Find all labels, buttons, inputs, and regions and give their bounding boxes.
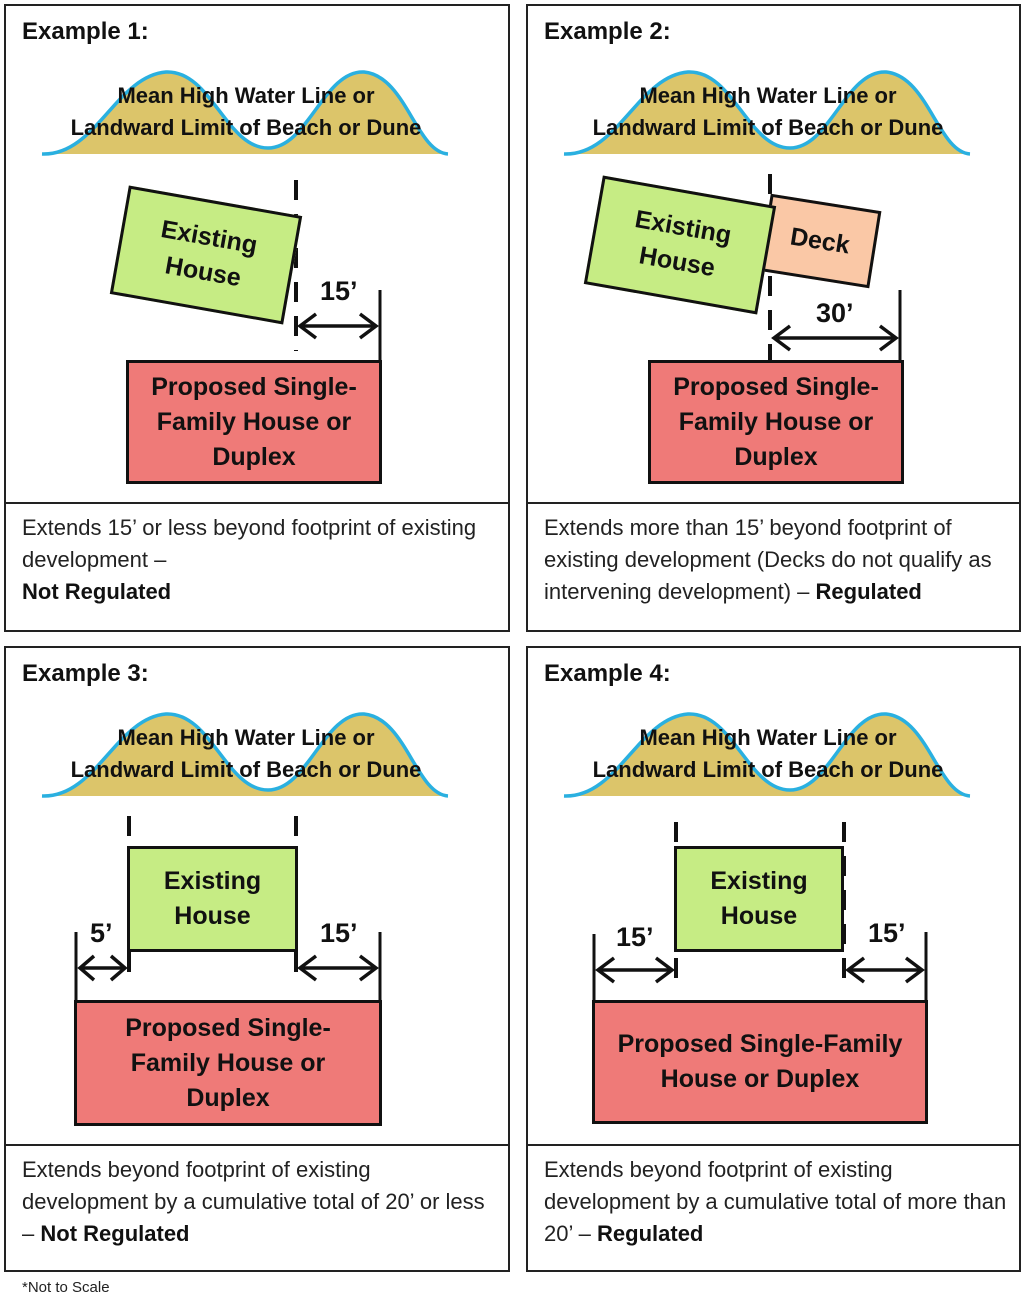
beach-label: Mean High Water Line or Landward Limit o…	[70, 725, 422, 782]
beach-label: Mean High Water Line or Landward Limit o…	[70, 83, 422, 140]
caption-result: Not Regulated	[40, 1221, 190, 1246]
example-2-title: Example 2:	[544, 18, 671, 45]
proposed-house-label-line-3: Duplex	[734, 442, 818, 471]
beach-dune-sand	[564, 71, 970, 155]
example-1-diagram	[41, 70, 449, 362]
example-3-panel: Example 3: Mean High Water Line or Landw…	[4, 646, 510, 1272]
beach-label: Mean High Water Line or Landward Limit o…	[592, 83, 944, 140]
caption-result: Regulated	[815, 579, 922, 604]
mean-high-water-line	[563, 70, 971, 156]
proposed-house-label-line-1: Proposed Single-	[125, 1013, 331, 1042]
beach-dune-sand	[564, 713, 970, 797]
mean-high-water-line	[563, 712, 971, 798]
right-dimension-label: 15’	[320, 918, 358, 948]
right-dimension-label: 15’	[868, 918, 906, 948]
existing-house-label-line-2: House	[720, 902, 798, 930]
existing-house-label-line-2: House	[174, 902, 251, 930]
existing-house-label-line-1: Existing	[163, 867, 262, 895]
proposed-house-label-line-3: Duplex	[186, 1083, 270, 1112]
caption-divider	[6, 502, 508, 504]
proposed-house-label-line-1: Proposed Single-Family	[617, 1030, 903, 1058]
beach-dune-sand	[42, 71, 448, 155]
example-3-title: Example 3:	[22, 660, 149, 687]
example-1-title: Example 1:	[22, 18, 149, 45]
existing-house-box: Existing House	[127, 846, 298, 952]
proposed-house-box: Proposed Single- Family House or Duplex	[126, 360, 382, 484]
right-dimension-label: 15’	[320, 276, 358, 306]
caption-result: Not Regulated	[22, 579, 172, 604]
example-2-diagram	[563, 70, 971, 362]
example-1-panel: Example 1: Mean High Water Line or Landw…	[4, 4, 510, 632]
proposed-house-box: Proposed Single-Family House or Duplex	[592, 1000, 928, 1124]
mean-high-water-line	[41, 70, 449, 156]
example-4-caption: Extends beyond footprint of existing dev…	[544, 1154, 1007, 1250]
left-dimension-label: 15’	[616, 922, 654, 952]
example-1-caption: Extends 15’ or less beyond footprint of …	[22, 512, 496, 608]
proposed-house-label-line-1: Proposed Single-	[673, 372, 879, 401]
caption-text: Extends beyond footprint of existing dev…	[22, 1157, 485, 1246]
proposed-house-label-line-1: Proposed Single-	[151, 372, 357, 401]
example-2-panel: Example 2: Mean High Water Line or Landw…	[526, 4, 1021, 632]
caption-divider	[528, 1144, 1019, 1146]
right-dimension-label: 30’	[816, 298, 854, 328]
existing-house-box: Existing House	[674, 846, 844, 952]
left-dimension-label: 5’	[90, 918, 113, 948]
beach-label: Mean High Water Line or Landward Limit o…	[592, 725, 944, 782]
proposed-house-label-line-2: Family House or	[130, 1048, 326, 1077]
example-3-diagram	[41, 712, 449, 1002]
caption-text: Extends beyond footprint of existing dev…	[544, 1157, 1007, 1246]
proposed-house-label-line-2: Family House or	[678, 407, 874, 436]
caption-result: Regulated	[597, 1221, 704, 1246]
caption-divider	[6, 1144, 508, 1146]
proposed-house-box: Proposed Single- Family House or Duplex	[648, 360, 904, 484]
proposed-house-label-line-2: House or Duplex	[660, 1065, 860, 1093]
deck-label: Deck	[788, 222, 852, 260]
proposed-house-box: Proposed Single- Family House or Duplex	[74, 1000, 382, 1126]
beach-dune-sand	[42, 713, 448, 797]
caption-text: Extends 15’ or less beyond footprint of …	[22, 515, 477, 572]
proposed-house-label-line-3: Duplex	[212, 442, 296, 471]
example-4-panel: Example 4: Mean High Water Line or Landw…	[526, 646, 1021, 1272]
caption-divider	[528, 502, 1019, 504]
caption-text: Extends more than 15’ beyond footprint o…	[544, 515, 992, 604]
example-4-title: Example 4:	[544, 660, 671, 687]
example-2-caption: Extends more than 15’ beyond footprint o…	[544, 512, 1007, 608]
proposed-house-label-line-2: Family House or	[156, 407, 352, 436]
example-3-caption: Extends beyond footprint of existing dev…	[22, 1154, 496, 1250]
not-to-scale-footnote: *Not to Scale	[22, 1279, 110, 1296]
existing-house-label-line-1: Existing	[710, 867, 808, 895]
